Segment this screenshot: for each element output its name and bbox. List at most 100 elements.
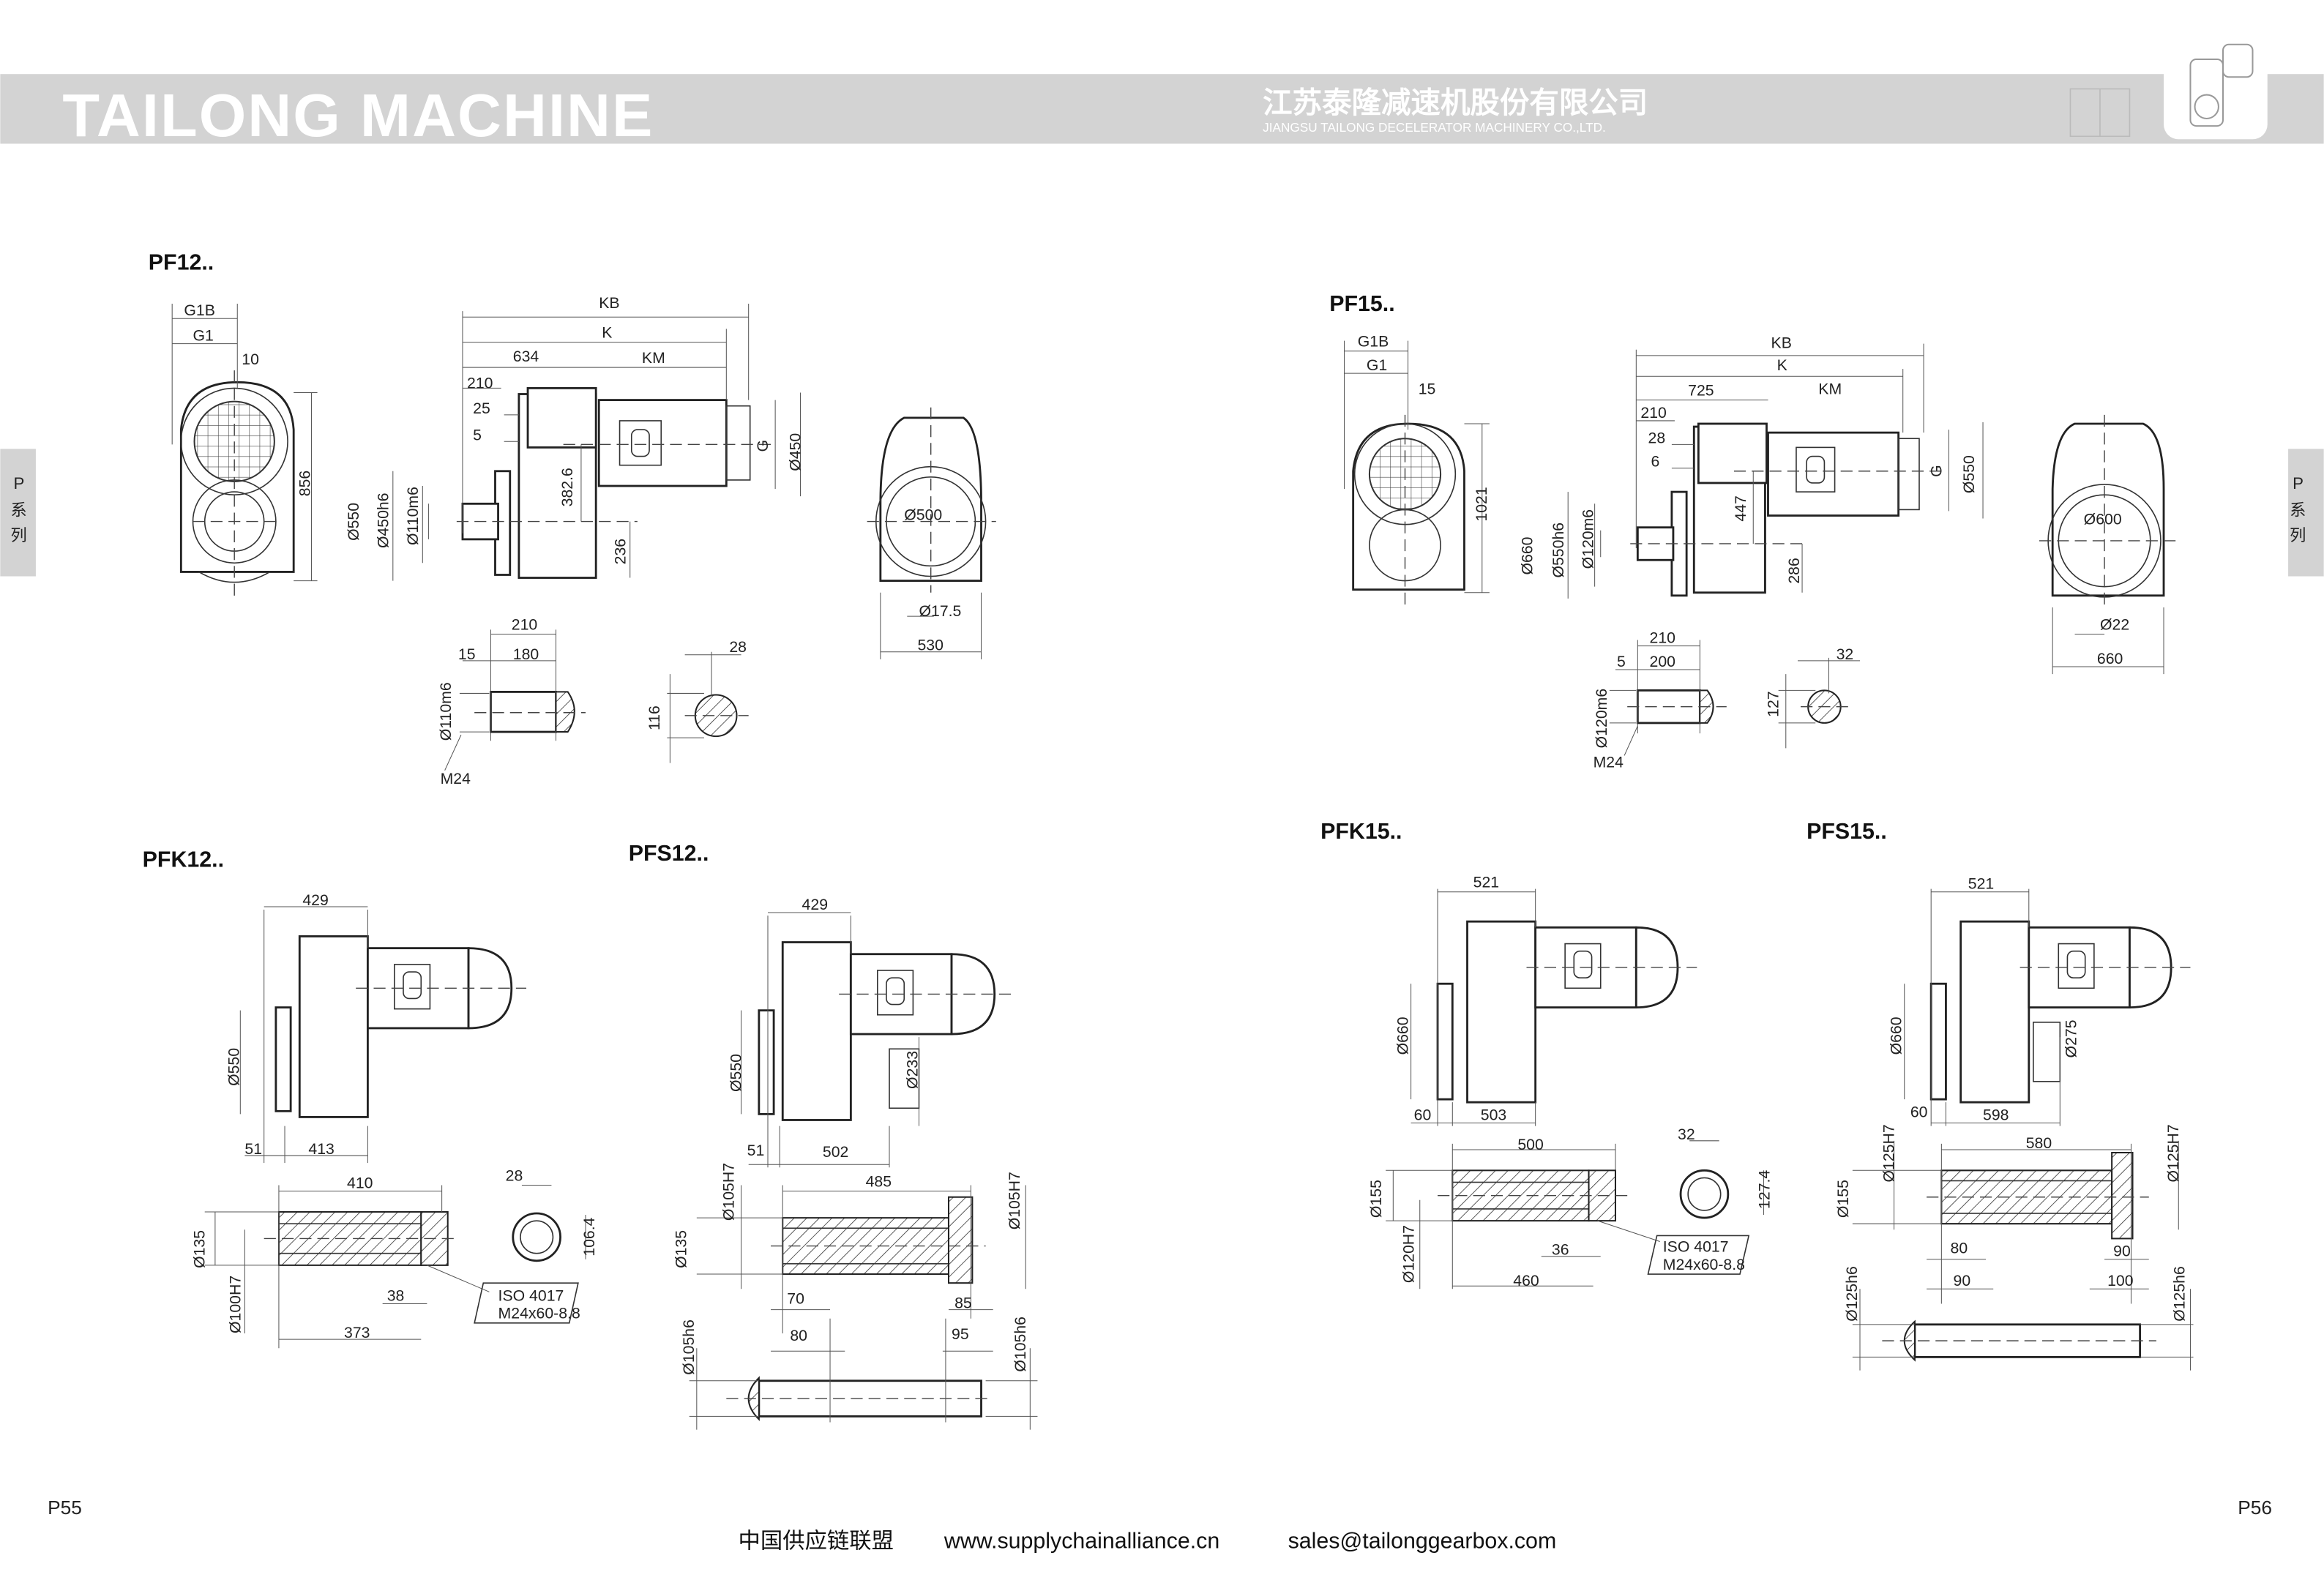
pfk15-dimension-label: 32 [1678, 1126, 1695, 1143]
svg-text:系: 系 [2290, 501, 2306, 520]
company-name-cn: 江苏泰隆减速机股份有限公司 [1263, 86, 1648, 119]
pf15-dimension-label: 725 [1688, 382, 1714, 400]
pfk12-dimension-label: 38 [387, 1287, 405, 1304]
pf12-dimension-label: KB [599, 294, 619, 312]
pfs15-drawing [1852, 888, 2194, 1371]
pfs15-dimension-label: Ø125H7 [2164, 1124, 2182, 1182]
pf15-dimension-label: Ø660 [1519, 536, 1536, 574]
pf15-dimension-label: 5 [1617, 653, 1626, 670]
gearbox-logo-icon [2164, 41, 2268, 140]
pf15-dimension-label: 6 [1651, 453, 1660, 471]
pf12-dimension-label: 236 [612, 539, 629, 564]
pfk15-drawing [1386, 888, 1764, 1289]
pfk12-drawing [204, 906, 586, 1349]
section-title-pfs15: PFS15.. [1806, 820, 1887, 844]
section-title-pfs12: PFS12.. [629, 842, 709, 866]
pfs15-dimension-label: Ø660 [1888, 1016, 1905, 1055]
pf15-dimension-label: Ø120m6 [1593, 689, 1610, 749]
pfs12-dimension-label: 70 [787, 1290, 804, 1308]
pf12-dimension-label: Ø550 [345, 503, 362, 541]
pf15-dimension-label: 32 [1837, 645, 1854, 663]
pfs15-dimension-label: Ø155 [1834, 1180, 1852, 1218]
pf15-dimension-label: KB [1771, 334, 1792, 352]
pfk15-dimension-label: ISO 4017 [1663, 1238, 1729, 1256]
pfk12-dimension-label: Ø100H7 [226, 1276, 244, 1333]
pfk15-dimension-label: 521 [1473, 874, 1499, 891]
pf15-dimension-label: K [1777, 356, 1787, 374]
pf12-dimension-label: Ø500 [904, 506, 942, 524]
page-number-left: P55 [48, 1497, 82, 1519]
footer-alliance: 中国供应链联盟 [739, 1529, 894, 1554]
pf12-dimension-label: G1 [193, 327, 214, 345]
header-band: TAILONG MACHINE 江苏泰隆减速机股份有限公司 JIANGSU TA… [0, 41, 2324, 149]
pf12-dimension-label: 856 [296, 471, 313, 496]
pf15-dimension-label: Ø550h6 [1550, 523, 1567, 578]
pfs12-dimension-label: 51 [747, 1142, 765, 1159]
pf15-drawing [1343, 340, 2176, 756]
footer-email-link[interactable]: sales@tailonggearbox.com [1288, 1530, 1557, 1554]
section-title-pf12: PF12.. [149, 250, 214, 274]
pfs15-dimension-label: 90 [2113, 1243, 2131, 1260]
pfk12-dimension-label: ISO 4017 [498, 1287, 564, 1304]
pf15-dimension-label: 210 [1650, 629, 1675, 647]
pfs15-dimension-label: 521 [1968, 875, 1994, 893]
pf15-dimension-label: G1 [1367, 356, 1387, 374]
pfk15-dimension-label: Ø120H7 [1400, 1225, 1418, 1283]
pfs12-dimension-label: Ø550 [728, 1054, 745, 1092]
pfs15-dimension-label: Ø125H7 [1880, 1124, 1898, 1182]
pfk12-dimension-label: M24x60-8.8 [498, 1305, 580, 1322]
pf12-dimension-label: 15 [458, 645, 476, 663]
pfk12-dimension-label: 106.4 [580, 1217, 598, 1256]
pfs15-dimension-label: 80 [1951, 1240, 1968, 1257]
pf12-dimension-label: Ø110m6 [437, 682, 455, 741]
svg-text:P: P [14, 474, 25, 493]
pfs15-dimension-label: 90 [1954, 1272, 1971, 1289]
pf12-dimension-label: Ø450 [787, 433, 804, 471]
pf12-dimension-label: K [602, 324, 612, 342]
pf12-dimension-label: G [754, 440, 771, 452]
pfs15-dimension-label: 580 [2026, 1134, 2052, 1152]
pfs12-dimension-label: Ø105H7 [720, 1163, 737, 1221]
section-title-pfk12: PFK12.. [143, 847, 224, 872]
pfk15-dimension-label: Ø155 [1367, 1180, 1385, 1218]
pfk12-dimension-label: 413 [308, 1140, 334, 1158]
pf15-dimension-label: 127 [1765, 691, 1782, 716]
side-tab-right: P 系 列 [2288, 449, 2324, 577]
svg-text:列: 列 [11, 526, 27, 544]
pfk12-dimension-label: 51 [244, 1140, 262, 1158]
company-name-en: JIANGSU TAILONG DECELERATOR MACHINERY CO… [1263, 120, 1606, 135]
section-title-pfk15: PFK15.. [1320, 820, 1402, 844]
pfs12-dimension-label: Ø233 [903, 1051, 921, 1089]
svg-text:系: 系 [11, 501, 27, 520]
pf12-dimension-label: 210 [467, 374, 493, 392]
pfk12-dimension-label: Ø135 [191, 1230, 209, 1268]
pfs12-dimension-label: Ø105h6 [1012, 1317, 1029, 1372]
pf12-dimension-label: KM [642, 349, 665, 367]
pf15-dimension-label: 28 [1648, 429, 1666, 446]
footer-website-link[interactable]: www.supplychainalliance.cn [944, 1530, 1219, 1554]
pfs12-dimension-label: 485 [866, 1173, 892, 1191]
pf15-dimension-label: G [1927, 465, 1945, 477]
pf15-dimension-label: G1B [1358, 333, 1389, 351]
pfs12-dimension-label: 85 [954, 1295, 972, 1312]
pfk12-dimension-label: Ø550 [225, 1048, 242, 1086]
pfk15-dimension-label: 500 [1517, 1136, 1543, 1153]
pfs12-dimension-label: 95 [952, 1325, 969, 1343]
pfs15-dimension-label: 60 [1910, 1103, 1928, 1120]
section-title-pf15: PF15.. [1329, 292, 1394, 316]
pfs12-dimension-label: 80 [790, 1327, 807, 1344]
pf12-dimension-label: M24 [441, 770, 471, 787]
pfk15-dimension-label: 503 [1481, 1106, 1506, 1123]
pfs15-dimension-label: Ø275 [2063, 1019, 2080, 1057]
pf12-dimension-label: 634 [513, 348, 539, 365]
pfs15-dimension-label: 598 [1983, 1106, 2009, 1123]
pf12-dimension-label: G1B [184, 302, 215, 319]
page-number-right: P56 [2238, 1497, 2272, 1519]
pfk15-dimension-label: 60 [1414, 1106, 1432, 1123]
pf15-dimension-label: 15 [1419, 381, 1436, 398]
pfk12-dimension-label: 410 [347, 1175, 373, 1192]
pfk15-dimension-label: Ø660 [1394, 1016, 1412, 1055]
pf12-dimension-label: 10 [242, 351, 259, 368]
